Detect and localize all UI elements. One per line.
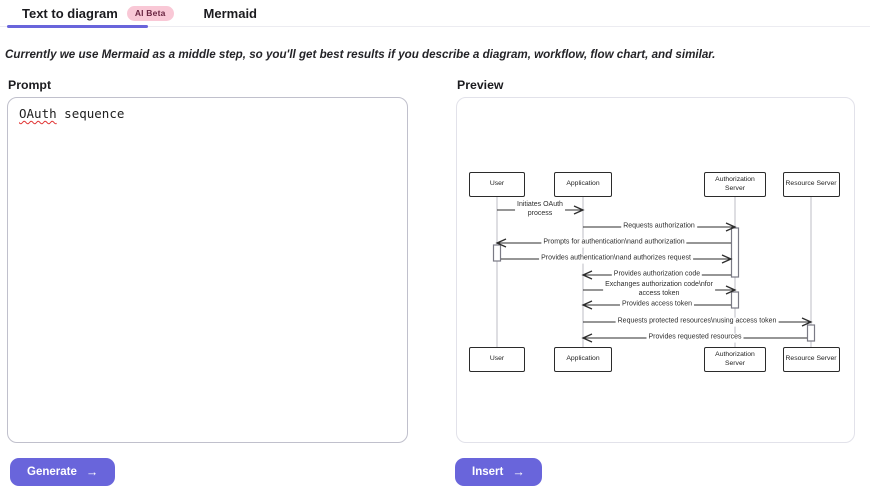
actor-box-resource-server: Resource Server bbox=[782, 347, 840, 372]
actor-box-resource-server: Resource Server bbox=[782, 172, 840, 197]
actor-box-user: User bbox=[469, 172, 525, 197]
tab-text-to-diagram[interactable]: Text to diagram AI Beta bbox=[7, 0, 189, 26]
insert-button[interactable]: Insert → bbox=[455, 458, 542, 486]
message-label: Provides authentication\nand authorizes … bbox=[539, 254, 693, 264]
tab-label: Text to diagram bbox=[22, 5, 118, 21]
message-label: Provides access token bbox=[619, 300, 695, 310]
generate-label: Generate bbox=[27, 466, 77, 478]
prompt-text: sequence bbox=[56, 106, 125, 121]
description-text: Currently we use Mermaid as a middle ste… bbox=[5, 48, 716, 61]
right-arrow-icon: → bbox=[85, 465, 99, 479]
right-arrow-icon: → bbox=[512, 465, 525, 479]
message-label: Requests authorization bbox=[621, 222, 697, 232]
tab-mermaid[interactable]: Mermaid bbox=[189, 0, 272, 26]
actor-box-user: User bbox=[469, 347, 525, 372]
tab-bar: Text to diagram AI Beta Mermaid bbox=[0, 0, 870, 28]
prompt-text-misspelled: OAuth bbox=[19, 106, 57, 121]
ai-beta-badge: AI Beta bbox=[126, 5, 174, 21]
prompt-label: Prompt bbox=[8, 78, 52, 92]
prompt-textarea[interactable]: OAuth sequence bbox=[7, 97, 408, 443]
active-tab-indicator bbox=[7, 25, 148, 28]
tab-label: Mermaid bbox=[203, 5, 257, 21]
actor-box-application: Application bbox=[554, 347, 612, 372]
message-label: Prompts for authentication\nand authoriz… bbox=[541, 238, 687, 248]
message-label: Requests protected resources\nusing acce… bbox=[615, 317, 779, 327]
message-label: Provides requested resources bbox=[646, 333, 744, 343]
preview-label: Preview bbox=[457, 78, 504, 92]
generate-button[interactable]: Generate → bbox=[10, 458, 116, 486]
message-label: Provides authorization code bbox=[611, 270, 703, 280]
insert-label: Insert bbox=[472, 466, 504, 478]
actor-box-application: Application bbox=[554, 172, 612, 197]
